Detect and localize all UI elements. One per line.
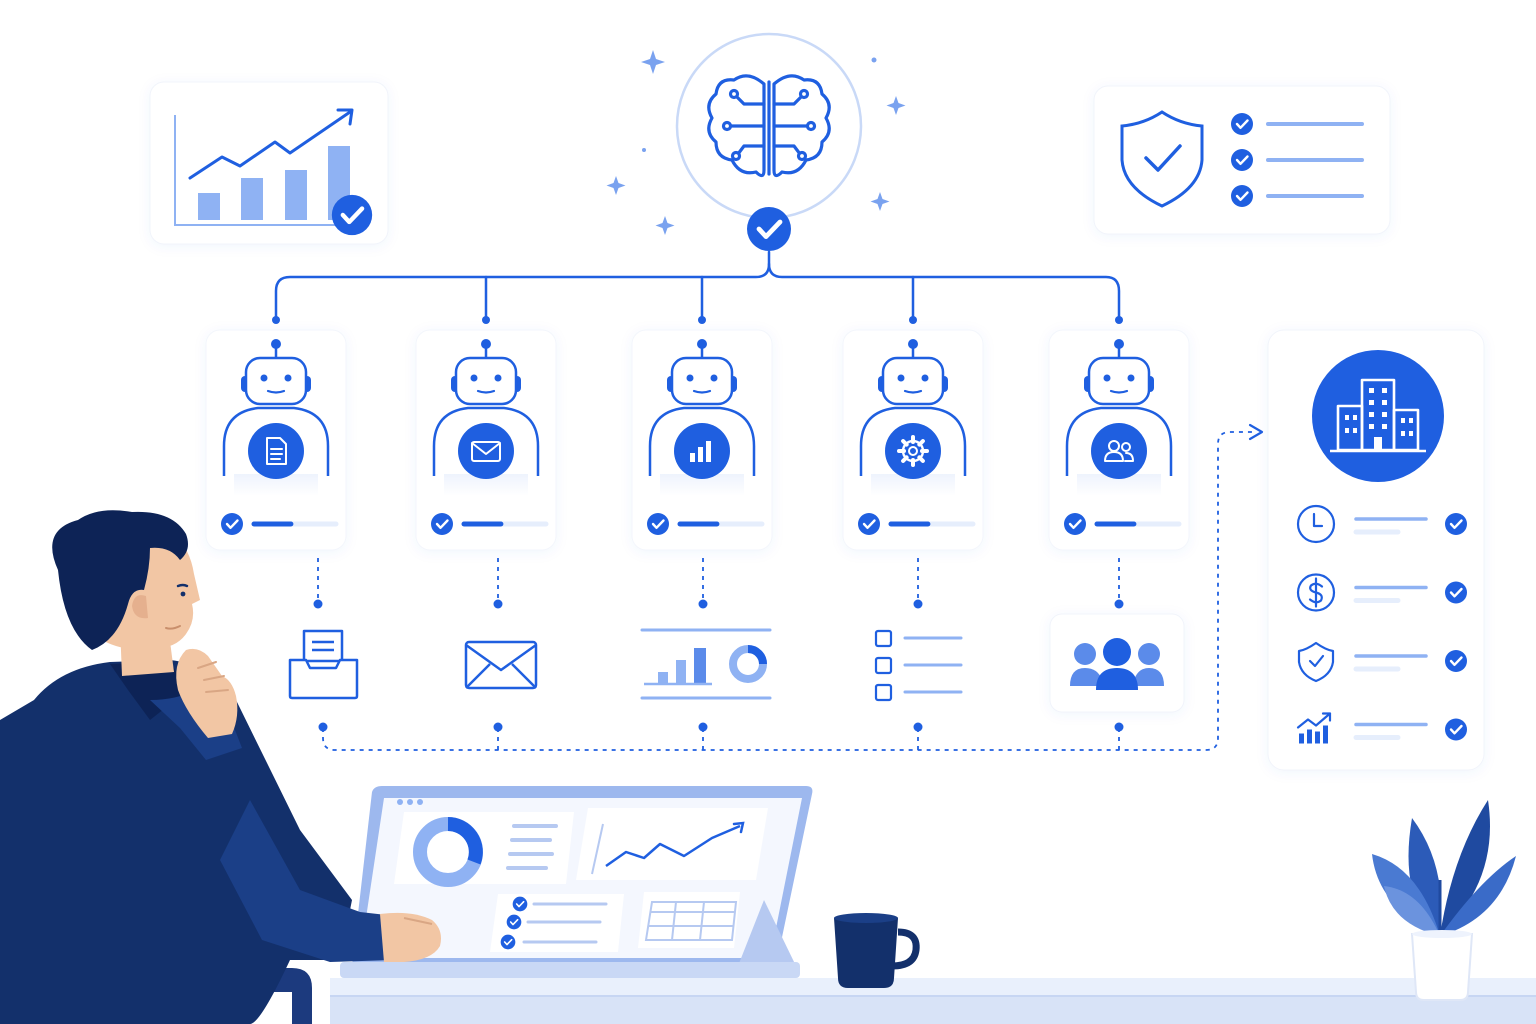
shield-icon	[1297, 641, 1335, 683]
check-icon	[1230, 148, 1254, 172]
dollar-icon	[1296, 573, 1336, 612]
check-icon	[1444, 649, 1468, 673]
building-badge	[1312, 350, 1444, 482]
document-agent	[205, 329, 347, 551]
bar-chart-icon	[674, 423, 730, 479]
clock-icon	[1296, 504, 1336, 544]
security-checklist-card	[1093, 85, 1391, 235]
folder-icon	[288, 629, 359, 700]
check-icon	[646, 512, 670, 536]
check-icon	[1444, 717, 1468, 742]
agent-status	[220, 512, 339, 536]
laptop-window-controls-icon	[397, 799, 423, 805]
check-icon	[1230, 112, 1254, 136]
check-icon	[332, 195, 372, 235]
output-nodes	[313, 599, 1124, 732]
sparkles	[606, 50, 906, 235]
output-folder	[288, 629, 359, 700]
checklist-item	[1230, 148, 1364, 172]
check-icon	[1444, 580, 1468, 605]
person	[0, 510, 441, 1024]
check-icon	[857, 512, 881, 536]
result-row	[1296, 504, 1468, 544]
agent-status	[857, 512, 976, 536]
brain-icon	[707, 74, 831, 178]
check-icon	[220, 512, 244, 536]
desk	[330, 978, 1536, 1024]
dashboard-tasks-card	[490, 894, 624, 952]
building-windows	[1345, 388, 1413, 450]
arrow-right-icon	[1248, 423, 1264, 441]
dashboard-line-card	[576, 808, 768, 880]
growth-chart-card	[149, 81, 389, 245]
plant	[1372, 800, 1516, 1001]
agent-status	[1063, 512, 1182, 536]
check-icon	[1230, 184, 1254, 208]
report-chart-icon	[640, 628, 772, 700]
output-mail	[464, 640, 538, 690]
email-agent	[415, 329, 557, 551]
result-row	[1296, 712, 1468, 744]
analytics-agent	[631, 329, 773, 551]
check-icon	[1063, 512, 1087, 536]
brain-hub	[675, 32, 863, 251]
checklist-icon	[874, 629, 963, 702]
output-checklist	[874, 629, 963, 702]
result-row	[1296, 573, 1468, 612]
team-icon	[1070, 638, 1164, 690]
checklist-item	[1230, 112, 1364, 136]
mail-icon	[458, 423, 514, 479]
result-panel	[1267, 329, 1485, 771]
settings-agent	[842, 329, 984, 551]
checklist-item	[1230, 184, 1364, 208]
agent-status	[430, 512, 549, 536]
gear-icon	[885, 423, 941, 479]
laptop	[340, 786, 813, 978]
check-icon	[1444, 512, 1468, 536]
document-icon	[248, 423, 304, 479]
output-connectors	[317, 431, 1256, 751]
result-row	[1297, 641, 1468, 683]
output-team	[1049, 613, 1185, 713]
dashboard-table-card	[638, 892, 740, 948]
check-icon	[747, 207, 791, 251]
growth-chart-icon	[174, 108, 354, 226]
agent-status	[646, 512, 765, 536]
dashboard-donut-card	[394, 812, 574, 887]
growth-icon	[1296, 712, 1332, 744]
connector-nodes	[272, 316, 1123, 324]
envelope-icon	[464, 640, 538, 690]
output-report	[640, 628, 772, 700]
connector-tree	[274, 250, 1121, 320]
users-icon	[1091, 423, 1147, 479]
coffee-mug	[834, 913, 920, 988]
check-icon	[430, 512, 454, 536]
team-agent	[1048, 329, 1190, 551]
shield-check-icon	[1120, 110, 1204, 208]
